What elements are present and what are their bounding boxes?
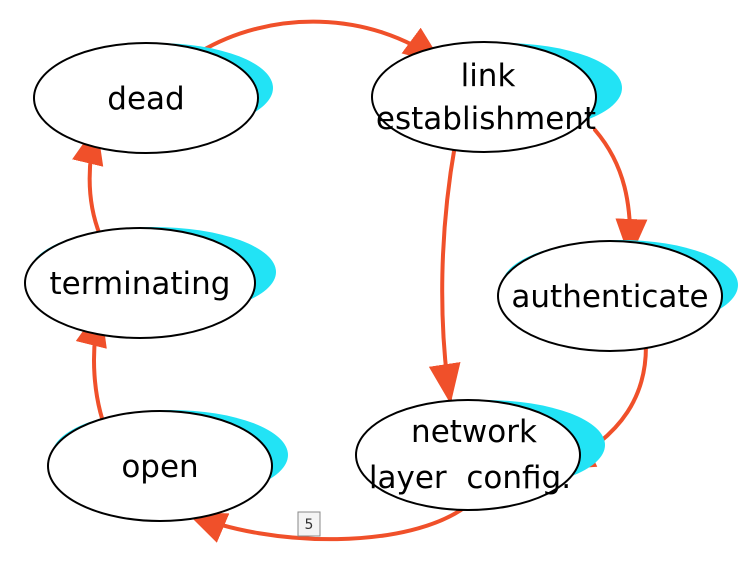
node-terminating-label: terminating — [50, 266, 231, 302]
node-link-establishment-label-line1: link — [461, 58, 516, 94]
node-open-label: open — [121, 449, 198, 485]
node-ellipse — [371, 41, 597, 153]
node-terminating: terminating — [24, 227, 276, 339]
node-link-establishment-label-line2: establishment — [376, 101, 596, 137]
node-ellipse — [497, 240, 723, 352]
node-authenticate-label: authenticate — [511, 279, 708, 315]
page-number-badge: 5 — [297, 511, 321, 537]
node-dead: dead — [33, 42, 273, 154]
edge-link-establishment-to-authenticate — [593, 128, 648, 259]
node-link-establishment: link establishment — [371, 41, 622, 153]
node-dead-label: dead — [107, 81, 184, 117]
node-ellipse — [355, 399, 581, 511]
node-network-layer-config: network layer config. — [355, 399, 605, 511]
node-authenticate: authenticate — [497, 240, 738, 352]
page-number-text: 5 — [305, 517, 314, 533]
node-ellipse — [24, 227, 256, 339]
node-ellipse — [33, 42, 259, 154]
node-open: open — [47, 410, 288, 522]
node-network-layer-config-label-line1: network — [411, 414, 537, 450]
node-network-layer-config-label-line2: layer config. — [369, 460, 571, 496]
edge-network-config-to-open — [186, 503, 470, 543]
edge-dead-to-link-establishment — [198, 19, 444, 65]
edge-link-establishment-to-network-config — [428, 143, 461, 404]
node-ellipse — [47, 410, 273, 522]
